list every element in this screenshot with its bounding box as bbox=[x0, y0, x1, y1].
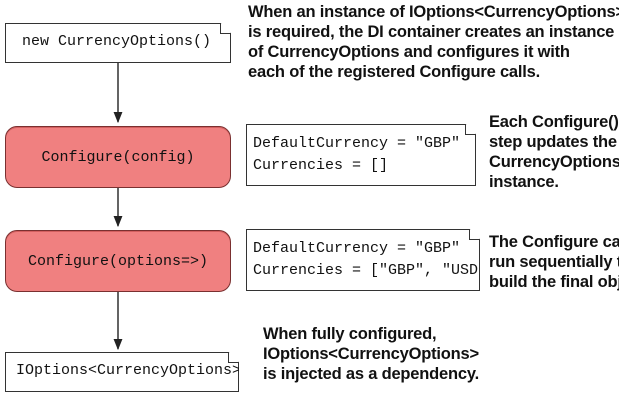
currencies-line: Currencies = [] bbox=[253, 157, 389, 174]
state-after-config: DefaultCurrency = "GBP" Currencies = [] bbox=[246, 124, 476, 186]
note-bottom-line: When fully configured, bbox=[263, 325, 437, 343]
note-top: When an instance of IOptions<CurrencyOpt… bbox=[248, 2, 619, 82]
note-top-line: is required, the DI container creates an… bbox=[248, 23, 615, 41]
currencies-line: Currencies = ["GBP", "USD"] bbox=[253, 262, 497, 279]
note-sequential-line: run sequentially to bbox=[489, 253, 619, 271]
note-step-line: step updates the bbox=[489, 133, 617, 151]
new-instance-label: new CurrencyOptions() bbox=[22, 33, 212, 50]
note-step-line: CurrencyOptions bbox=[489, 153, 619, 171]
note-top-line: each of the registered Configure calls. bbox=[248, 63, 541, 81]
note-step: Each Configure() step updates the Curren… bbox=[489, 112, 619, 192]
note-step-line: instance. bbox=[489, 173, 559, 191]
dogear-icon bbox=[465, 124, 476, 135]
note-sequential-line: build the final object. bbox=[489, 273, 619, 291]
configure-options-label: Configure(options=>) bbox=[27, 252, 209, 270]
default-currency-line: DefaultCurrency = "GBP" bbox=[253, 135, 461, 152]
ioptions-node: IOptions<CurrencyOptions> bbox=[5, 352, 239, 392]
note-bottom-line: is injected as a dependency. bbox=[263, 365, 480, 383]
configure-config-label: Configure(config) bbox=[41, 148, 195, 166]
note-sequential-line: The Configure calls bbox=[489, 233, 619, 251]
default-currency-line: DefaultCurrency = "GBP" bbox=[253, 240, 461, 257]
note-sequential: The Configure calls run sequentially to … bbox=[489, 232, 619, 292]
dogear-icon bbox=[220, 23, 231, 34]
ioptions-label: IOptions<CurrencyOptions> bbox=[16, 362, 242, 379]
note-top-line: of CurrencyOptions and configures it wit… bbox=[248, 43, 570, 61]
state-after-options: DefaultCurrency = "GBP" Currencies = ["G… bbox=[246, 229, 480, 291]
note-step-line: Each Configure() bbox=[489, 113, 619, 131]
configure-config-node: Configure(config) bbox=[5, 126, 231, 188]
new-instance-node: new CurrencyOptions() bbox=[5, 23, 231, 63]
note-top-line: When an instance of IOptions<CurrencyOpt… bbox=[248, 3, 619, 21]
dogear-icon bbox=[469, 229, 480, 240]
note-bottom: When fully configured, IOptions<Currency… bbox=[263, 324, 479, 384]
dogear-icon bbox=[228, 352, 239, 363]
note-bottom-line: IOptions<CurrencyOptions> bbox=[263, 345, 479, 363]
configure-options-node: Configure(options=>) bbox=[5, 230, 231, 292]
